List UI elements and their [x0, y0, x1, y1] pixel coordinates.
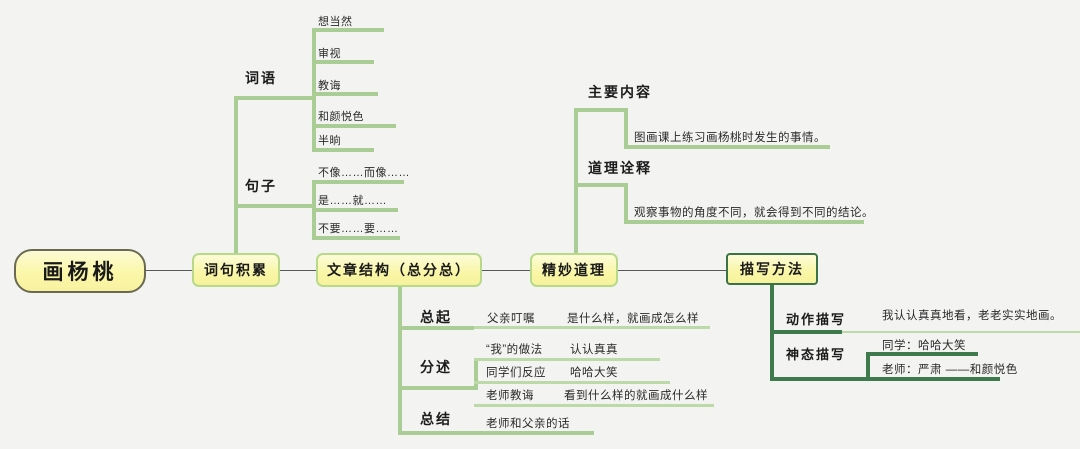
- leaf-rule-zhuyaoneirong: [624, 145, 830, 149]
- connector-daoli-zhuyaoneirong: [574, 108, 628, 112]
- group-label-daolequanshi: 道理诠释: [588, 160, 652, 176]
- subspine-shentaimiaoxie: [866, 352, 870, 381]
- leaf-shentai-laoshi: 老师：严肃 ——和颜悦色: [882, 364, 1018, 376]
- leaf-rule-heyanyuese: [312, 124, 396, 128]
- trunk-daoli-to-miaoxie: [618, 270, 726, 271]
- connector-daoli-daolequanshi: [574, 183, 628, 187]
- leaf-rule-buxiang: [312, 180, 404, 184]
- leaf-heyanyuese: 和颜悦色: [318, 111, 364, 123]
- main-node-miaoxie[interactable]: 描写方法: [726, 253, 818, 285]
- leaf-rule-jiaohui: [312, 92, 378, 96]
- leaf-zhuyaoneirong-text: 图画课上练习画杨桃时发生的事情。: [634, 132, 826, 144]
- connector-ciju-juzi: [234, 204, 314, 208]
- leaf-shentai-tongxue: 同学：哈哈大笑: [882, 340, 966, 352]
- connector-miaoxie-shentai: [770, 377, 870, 381]
- leaf-rule-dongzuomiaoxie: [842, 331, 1080, 333]
- row-detail-wo-de-zuofa: 认认真真: [570, 344, 618, 356]
- group-label-shentaimiaoxie: 神态描写: [786, 347, 847, 362]
- row-rule-fenshu-1: [474, 381, 670, 384]
- leaf-rule-shentai-0: [866, 352, 978, 356]
- subspine-zhuyaoneirong: [624, 108, 628, 148]
- row-rule-fenshu-2: [474, 404, 714, 407]
- leaf-buyao: 不要……要……: [318, 223, 399, 235]
- leaf-rule-xiangdangran: [312, 28, 384, 32]
- trunk-root-to-ciju: [146, 270, 192, 271]
- leaf-shenshi: 审视: [318, 48, 341, 60]
- leaf-rule-banshang: [312, 148, 374, 152]
- connector-jiegou-zongjie: [398, 431, 594, 435]
- spine-jiegou: [398, 287, 402, 435]
- row-detail-fuqin-dingzhu: 是什么样，就画成怎么样: [567, 313, 699, 325]
- spine-ciju: [234, 96, 238, 254]
- connector-miaoxie-dongzuo: [770, 330, 842, 334]
- leaf-shijiu: 是……就……: [318, 195, 387, 207]
- leaf-dongzuomiaoxie-text: 我认认真真地看，老老实实地画。: [882, 310, 1062, 322]
- connector-jiegou-zongqi: [398, 326, 474, 330]
- root-node[interactable]: 画杨桃: [14, 249, 146, 293]
- leaf-daolequanshi-text: 观察事物的角度不同，就会得到不同的结论。: [634, 207, 874, 219]
- leaf-banshang: 半晌: [318, 135, 341, 147]
- trunk-ciju-to-jiegou: [280, 270, 316, 271]
- trunk-jiegou-to-daoli: [482, 270, 530, 271]
- row-detail-tongxuemen-fanying: 哈哈大笑: [570, 367, 618, 379]
- main-node-daoli[interactable]: 精妙道理: [530, 253, 618, 287]
- subspine-ciyu: [312, 28, 316, 148]
- row-aspect-fuqin-dingzhu: 父亲叮嘱: [487, 313, 535, 325]
- main-node-jiegou[interactable]: 文章结构（总分总）: [316, 253, 482, 287]
- row-aspect-laoshi-he-fuqin-dehua: 老师和父亲的话: [486, 418, 570, 430]
- group-label-dongzuomiaoxie: 动作描写: [786, 312, 847, 327]
- leaf-jiaohui: 教诲: [318, 80, 341, 92]
- leaf-rule-shenshi: [312, 60, 374, 64]
- leaf-xiangdangran: 想当然: [318, 16, 353, 28]
- leaf-rule-buyao: [312, 236, 400, 240]
- subspine-fenshu: [474, 358, 478, 390]
- leaf-rule-shentai-1: [866, 377, 1000, 381]
- group-label-zongqi: 总起: [420, 309, 452, 325]
- leaf-buxiang: 不像……而像……: [318, 167, 410, 179]
- row-rule-fenshu-0: [474, 358, 660, 361]
- group-label-fenshu: 分述: [420, 359, 452, 375]
- subspine-daolequanshi: [624, 183, 628, 223]
- group-label-ciyu: 词语: [245, 70, 277, 86]
- row-rule-zongqi-0: [474, 326, 710, 329]
- leaf-rule-shijiu: [312, 208, 398, 212]
- row-aspect-laoshi-jiaohui: 老师教诲: [486, 390, 534, 402]
- group-label-zongjie: 总结: [420, 411, 452, 427]
- row-detail-laoshi-jiaohui: 看到什么样的就画成什么样: [564, 390, 708, 402]
- leaf-rule-daolequanshi: [624, 220, 864, 224]
- main-node-ciju[interactable]: 词句积累: [192, 253, 280, 287]
- row-aspect-tongxuemen-fanying: 同学们反应: [486, 367, 546, 379]
- group-label-zhuyaoneirong: 主要内容: [588, 84, 652, 100]
- connector-ciju-ciyu: [234, 96, 314, 100]
- group-label-juzi: 句子: [245, 178, 277, 194]
- connector-jiegou-fenshu: [398, 386, 474, 390]
- row-aspect-wo-de-zuofa: “我”的做法: [486, 344, 543, 356]
- spine-daoli: [574, 108, 578, 254]
